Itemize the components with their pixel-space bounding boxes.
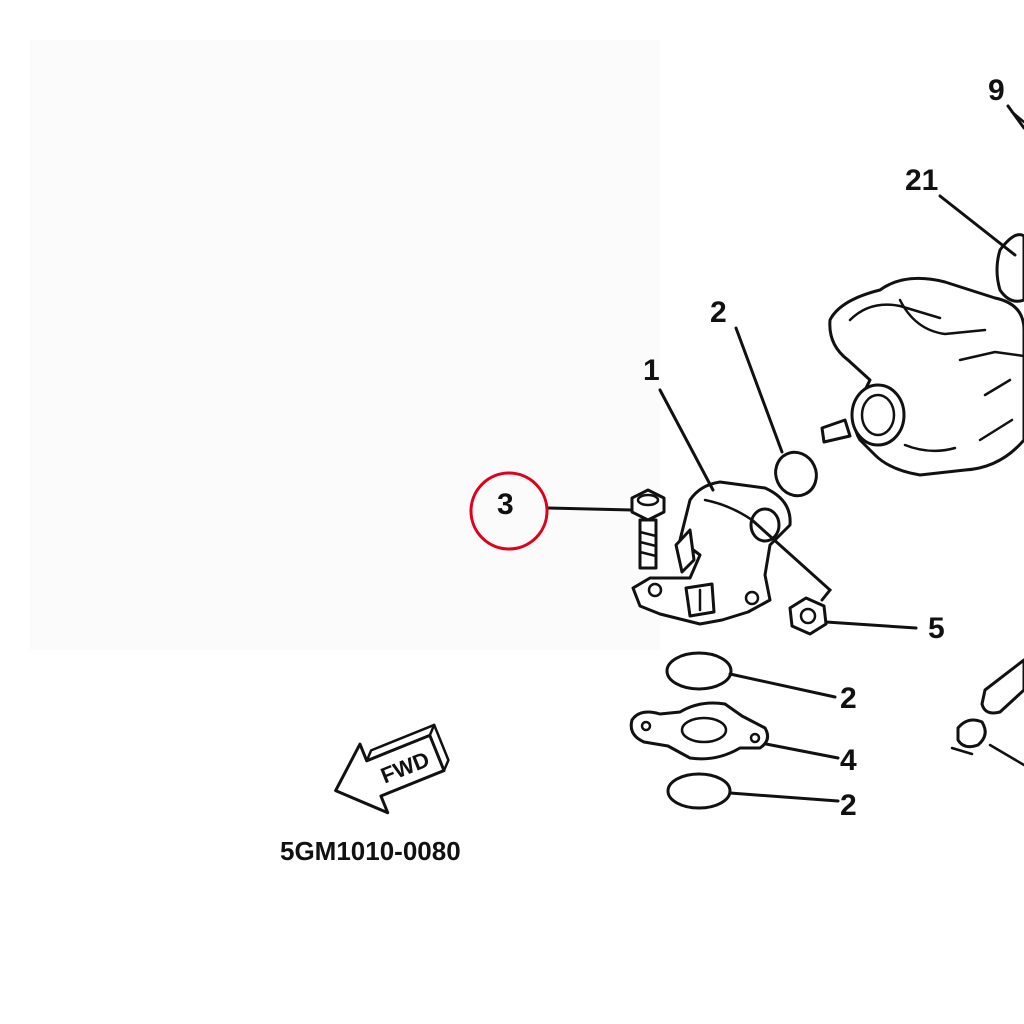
carburetor-body	[820, 276, 1024, 477]
scan-shading	[30, 40, 660, 650]
callout-2-bottom: 2	[840, 789, 857, 822]
nut	[788, 596, 828, 636]
callout-4: 4	[840, 744, 857, 777]
drawing-code: 5GM1010-0080	[280, 836, 461, 866]
highlight-circle	[469, 471, 549, 551]
manifold-joint	[631, 480, 792, 626]
o-ring-middle	[665, 651, 733, 691]
callout-21: 21	[905, 164, 938, 197]
o-ring-top	[774, 450, 818, 498]
callout-5: 5	[928, 612, 945, 645]
callout-2-middle: 2	[840, 682, 857, 715]
gasket	[629, 701, 770, 761]
o-ring-bottom	[666, 772, 732, 810]
bolt	[630, 488, 666, 570]
callout-3: 3	[497, 488, 514, 521]
leader-lines	[546, 104, 1024, 803]
callout-2-top: 2	[710, 296, 727, 329]
fwd-arrow: FWD	[334, 723, 450, 815]
callout-9: 9	[988, 74, 1005, 107]
cable-assembly	[995, 110, 1024, 303]
callout-1: 1	[643, 354, 660, 387]
hose-clamp	[950, 658, 1024, 767]
